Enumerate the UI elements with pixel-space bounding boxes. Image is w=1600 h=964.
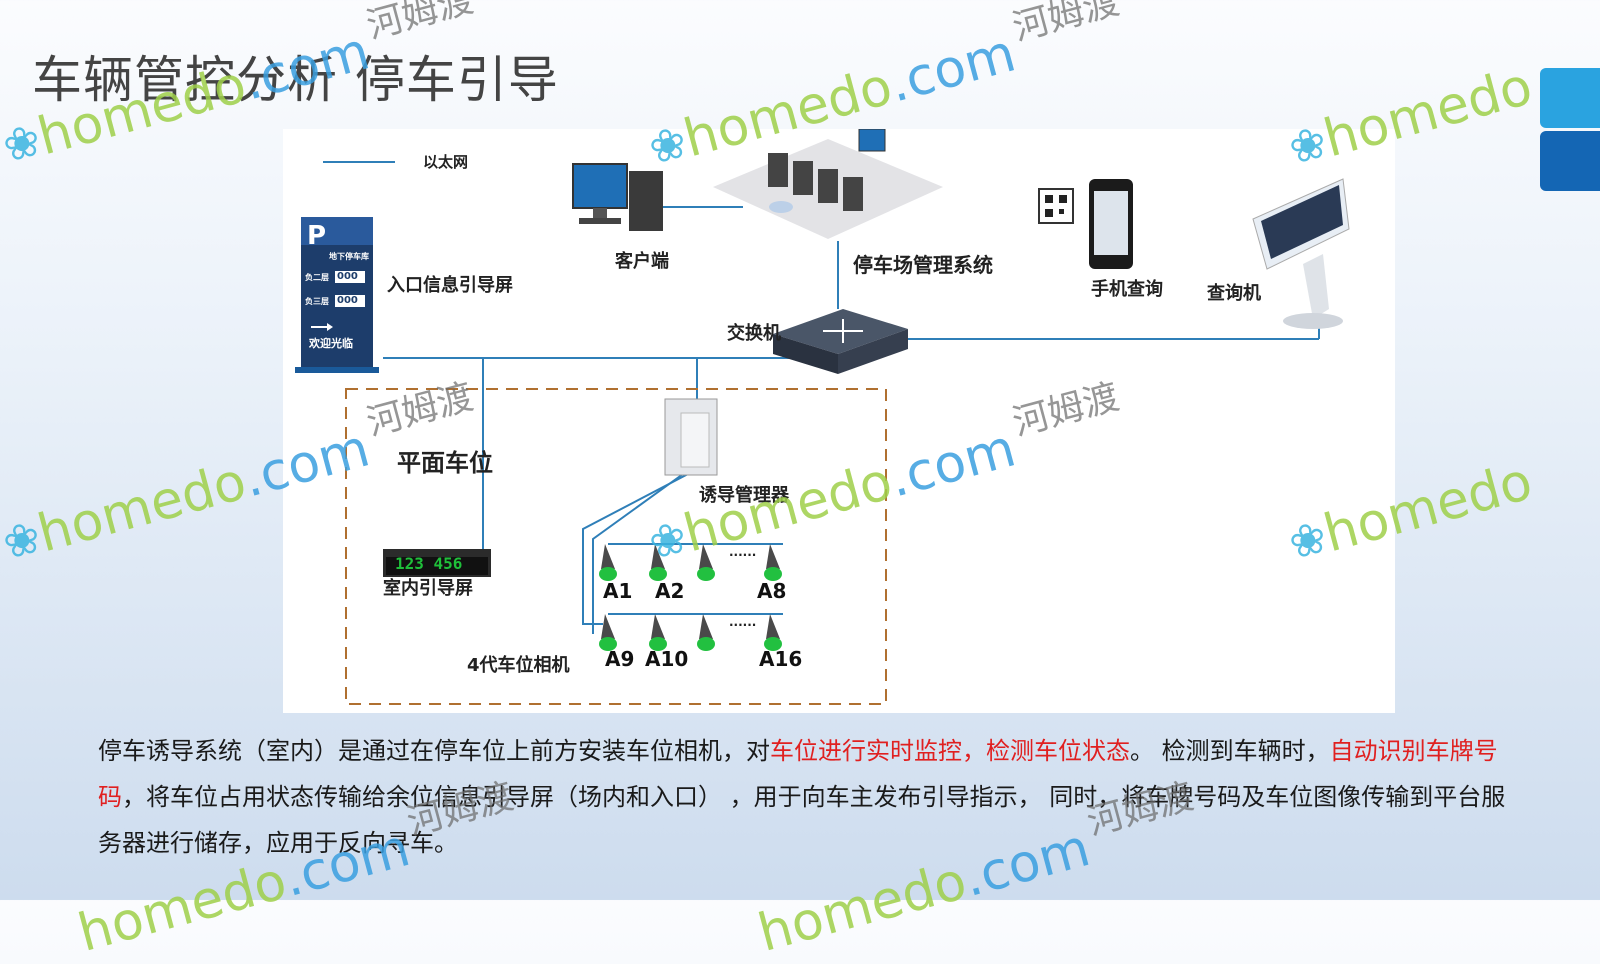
camera-A16	[766, 614, 780, 639]
guidance-manager-label: 诱导管理器	[699, 485, 789, 506]
camera-A10-light	[649, 637, 667, 651]
entrance-row1-floor: 负二层	[305, 273, 329, 282]
accent-bar-bottom	[1540, 131, 1600, 191]
camera-A2	[651, 544, 665, 569]
camera-A9	[601, 614, 615, 639]
entrance-screen-label: 入口信息引导屏	[387, 275, 513, 296]
link-manager-to-cameras-b	[592, 473, 684, 634]
description-highlight-2: 自动识别车牌号码	[98, 737, 1498, 811]
guidance-manager-icon	[664, 398, 718, 476]
camera-A16-light	[764, 637, 782, 651]
camera-A1-light	[599, 567, 617, 581]
entrance-row2-count: 000	[337, 295, 358, 306]
camera-A8-light	[764, 567, 782, 581]
network-switch-icon	[773, 309, 908, 374]
mobile-query-label: 手机查询	[1091, 279, 1163, 300]
camera-A10	[651, 614, 665, 639]
flower-logo-icon: ❀	[0, 113, 47, 173]
camera-label-A2: A2	[655, 579, 685, 603]
legend-ethernet-label: 以太网	[423, 153, 469, 171]
indoor-screen-icon	[383, 549, 491, 577]
entrance-screen-icon	[295, 217, 379, 373]
switch-label: 交换机	[727, 323, 781, 344]
camera-row-2-ellipsis: ......	[729, 615, 757, 629]
parking-zone-border	[345, 388, 887, 705]
camera-row-1-ellipsis: ......	[729, 545, 757, 559]
accent-bars	[1540, 68, 1600, 194]
camera-label-A8: A8	[757, 579, 787, 603]
camera-A3-light	[697, 567, 715, 581]
description-highlight-1: 车位进行实时监控，检测车位状态	[770, 737, 1130, 765]
network-diagram: 以太网 P 地下停车库 负二层 000 负三层 000 欢迎光临 入口信息引导屏…	[283, 129, 1395, 713]
entrance-sign-header: 地下停车库	[329, 252, 369, 261]
camera-row-2	[599, 614, 782, 651]
description-paragraph: 停车诱导系统（室内）是通过在停车位上前方安装车位相机，对车位进行实时监控，检测车…	[98, 728, 1518, 866]
entrance-row1-count: 000	[337, 271, 358, 282]
qr-code-icon	[1038, 188, 1074, 224]
entrance-welcome-text: 欢迎光临	[309, 337, 353, 350]
description-text-2: 。 检测到车辆时，	[1130, 737, 1330, 765]
camera-A3	[699, 544, 713, 569]
camera-label-A16: A16	[759, 647, 803, 671]
camera-label-A1: A1	[603, 579, 633, 603]
accent-bar-top	[1540, 68, 1600, 128]
entrance-sign-letter: P	[307, 221, 327, 251]
camera-A2-light	[649, 567, 667, 581]
camera-A11	[699, 614, 713, 639]
management-system-label: 停车场管理系统	[853, 253, 993, 277]
camera-A9-light	[599, 637, 617, 651]
camera-generation-label: 4代车位相机	[467, 655, 570, 676]
camera-row-1	[599, 544, 782, 581]
client-label: 客户端	[615, 251, 669, 272]
client-computer-icon	[572, 163, 663, 231]
description-text-3: ，将车位占用状态传输给余位信息引导屏（场内和入口） ，用于向车主发布引导指示， …	[98, 783, 1506, 857]
camera-A1	[601, 544, 615, 569]
indoor-screen-label: 室内引导屏	[383, 578, 473, 599]
query-kiosk-icon	[1252, 178, 1350, 329]
slide-title: 车辆管控分析 停车引导	[32, 51, 559, 109]
kiosk-label: 查询机	[1207, 283, 1261, 304]
diagram-canvas	[295, 129, 1350, 705]
camera-label-A9: A9	[605, 647, 635, 671]
mobile-phone-icon	[1089, 179, 1133, 269]
camera-A11-light	[697, 637, 715, 651]
indoor-screen-display: 123 456	[395, 554, 463, 573]
entrance-row2-floor: 负三层	[305, 297, 329, 306]
camera-label-A10: A10	[645, 647, 689, 671]
camera-A8	[766, 544, 780, 569]
flower-logo-icon: ❀	[0, 510, 47, 570]
management-server-icon	[713, 129, 943, 239]
description-text-1: 停车诱导系统（室内）是通过在停车位上前方安装车位相机，对	[98, 737, 770, 765]
ethernet-links	[383, 206, 1320, 634]
zone-label: 平面车位	[397, 449, 493, 477]
